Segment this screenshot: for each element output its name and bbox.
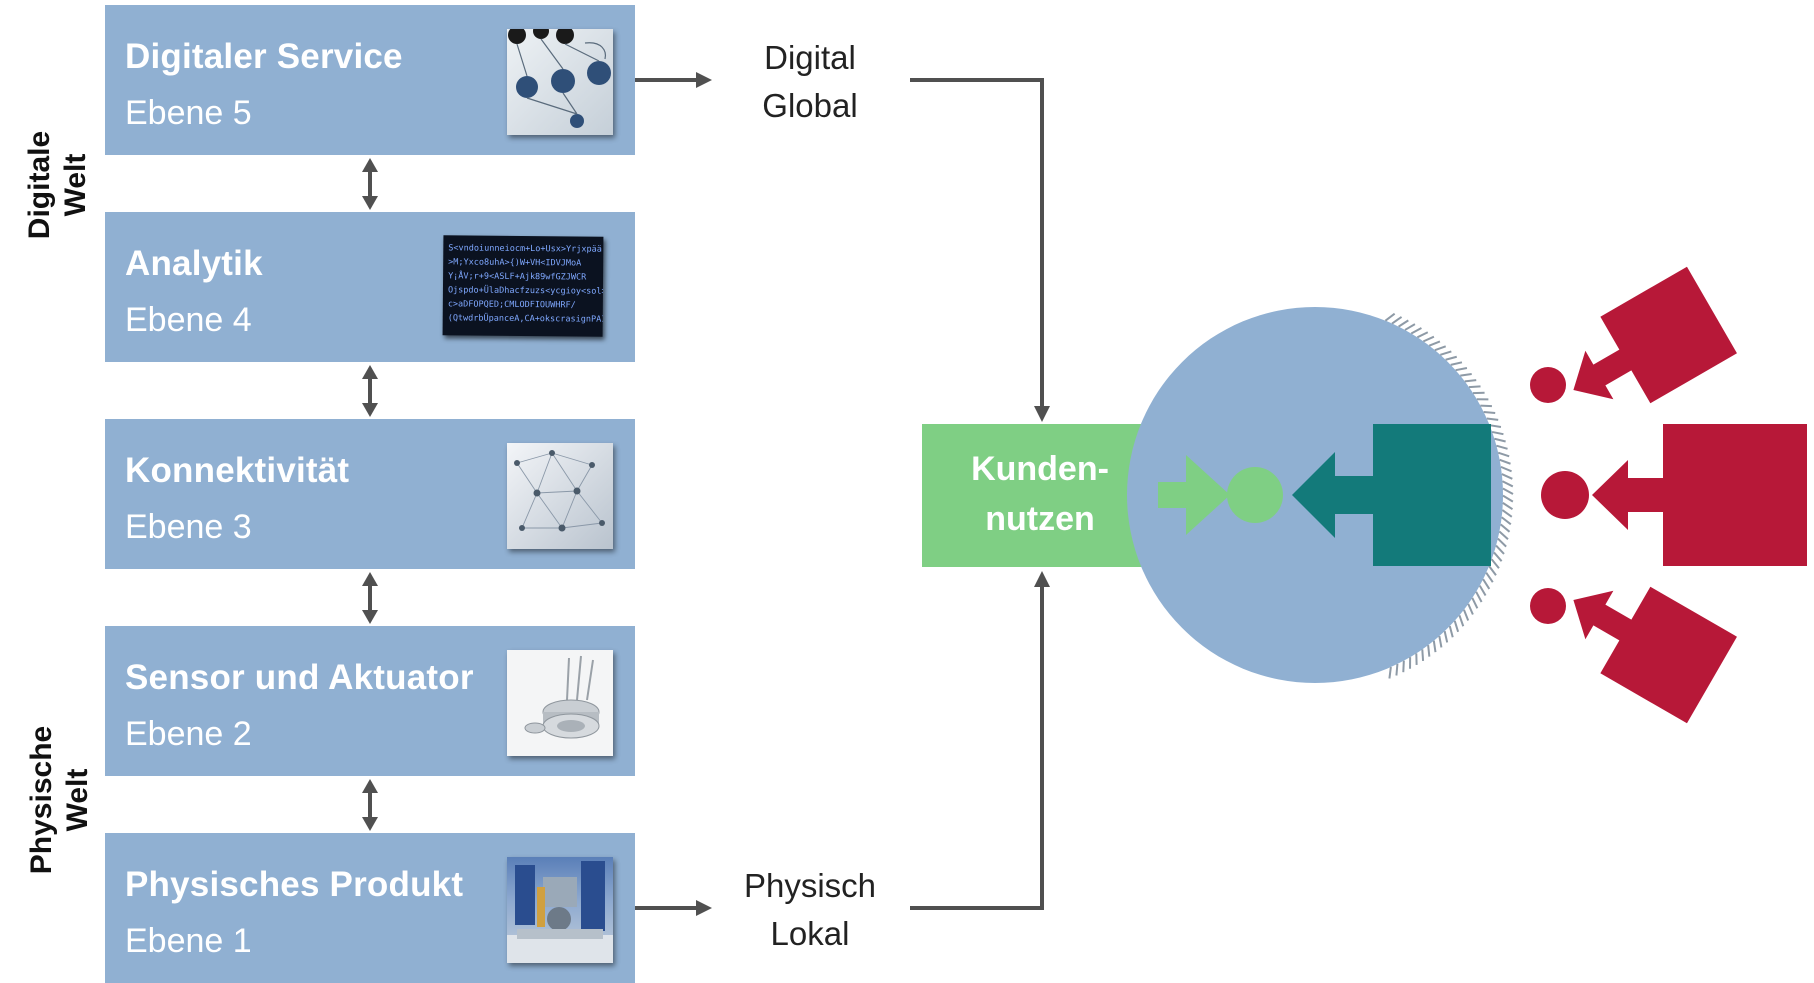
flow-arrows xyxy=(635,72,1050,916)
layer-double-arrows xyxy=(362,158,378,831)
competitor-shapes xyxy=(1530,267,1807,724)
